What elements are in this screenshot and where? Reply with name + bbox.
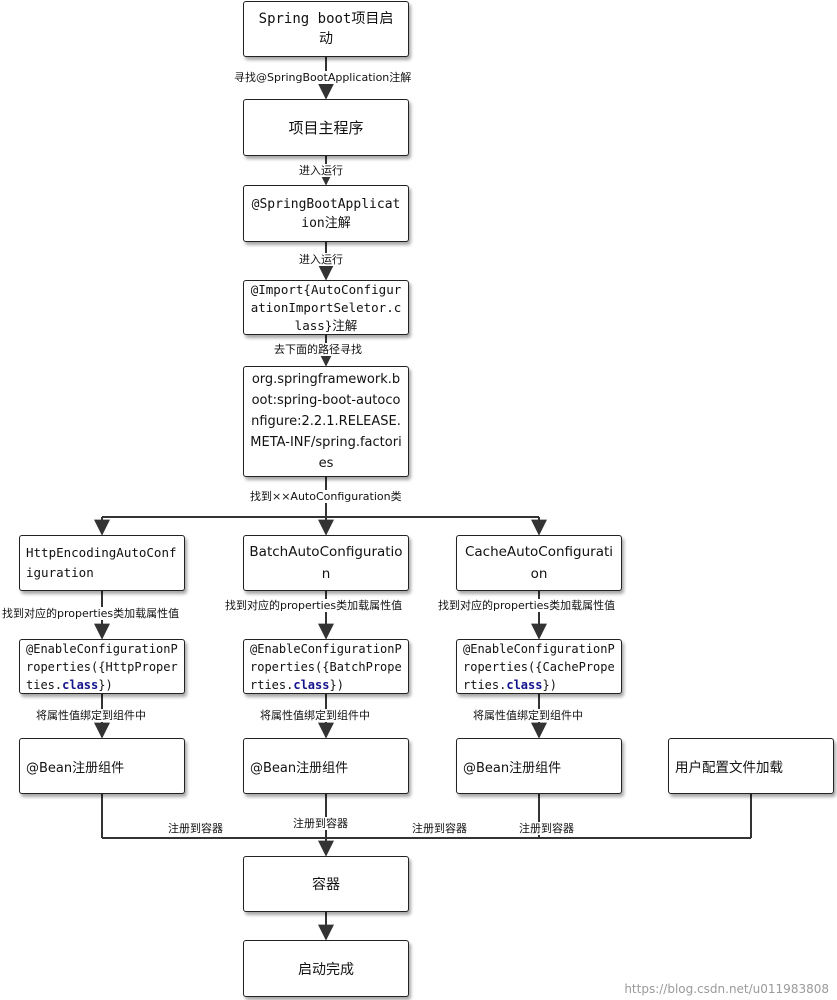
edge-label-register-4: 注册到容器 xyxy=(518,822,575,835)
watermark: https://blog.csdn.net/u011983808 xyxy=(624,982,829,996)
cache-properties-node: @EnableConfigurationProperties({CachePro… xyxy=(456,639,622,694)
main-program-label: 项目主程序 xyxy=(288,119,364,137)
main-program-node: 项目主程序 xyxy=(243,99,409,156)
http-properties-label: @EnableConfigurationProperties({HttpProp… xyxy=(26,641,178,692)
batch-properties-node: @EnableConfigurationProperties({BatchPro… xyxy=(243,639,409,694)
start-node: Spring boot项目启动 xyxy=(243,1,409,57)
http-autoconfig-label: HttpEncodingAutoConfiguration xyxy=(26,545,177,580)
http-properties-node: @EnableConfigurationProperties({HttpProp… xyxy=(19,639,185,694)
edge-label-register-3: 注册到容器 xyxy=(411,822,468,835)
http-bean-node: @Bean注册组件 xyxy=(19,738,185,794)
start-node-label: Spring boot项目启动 xyxy=(258,11,394,47)
edge-label-find-autoconfig: 找到××AutoConfiguration类 xyxy=(249,490,403,503)
done-node: 启动完成 xyxy=(243,940,409,997)
batch-bean-label: @Bean注册组件 xyxy=(250,760,349,776)
user-config-node: 用户配置文件加载 xyxy=(668,738,834,794)
edge-label-search-path: 去下面的路径寻找 xyxy=(273,343,363,356)
container-node: 容器 xyxy=(243,856,409,912)
edge-label-register-1: 注册到容器 xyxy=(167,822,224,835)
container-label: 容器 xyxy=(312,877,340,893)
batch-autoconfig-node: BatchAutoConfiguration xyxy=(243,535,409,591)
cache-bean-label: @Bean注册组件 xyxy=(463,760,562,776)
batch-autoconfig-label: BatchAutoConfiguration xyxy=(249,544,403,582)
annotation-label: @SpringBootApplication注解 xyxy=(251,196,401,231)
http-autoconfig-node: HttpEncodingAutoConfiguration xyxy=(19,535,185,591)
user-config-label: 用户配置文件加载 xyxy=(675,760,783,776)
edge-label-bind-props-batch: 将属性值绑定到组件中 xyxy=(259,709,371,722)
import-selector-node: @Import{AutoConfigurationImportSeletor.c… xyxy=(243,280,409,335)
edge-label-bind-props-http: 将属性值绑定到组件中 xyxy=(35,709,147,722)
cache-autoconfig-node: CacheAutoConfiguration xyxy=(456,535,622,591)
edge-label-find-props-cache: 找到对应的properties类加载属性值 xyxy=(437,599,617,612)
cache-bean-node: @Bean注册组件 xyxy=(456,738,622,794)
edge-label-find-props-batch: 找到对应的properties类加载属性值 xyxy=(224,599,404,612)
edge-label-enter-run-1: 进入运行 xyxy=(298,164,344,177)
cache-properties-label: @EnableConfigurationProperties({CachePro… xyxy=(463,641,615,692)
batch-bean-node: @Bean注册组件 xyxy=(243,738,409,794)
edge-label-find-annotation: 寻找@SpringBootApplication注解 xyxy=(233,71,413,84)
annotation-node: @SpringBootApplication注解 xyxy=(243,185,409,242)
factories-path-label: org.springframework.boot:spring-boot-aut… xyxy=(250,372,402,471)
done-label: 启动完成 xyxy=(298,961,354,978)
edge-label-enter-run-2: 进入运行 xyxy=(298,253,344,266)
import-selector-label: @Import{AutoConfigurationImportSeletor.c… xyxy=(250,281,402,333)
http-bean-label: @Bean注册组件 xyxy=(26,760,125,776)
edge-label-find-props-http: 找到对应的properties类加载属性值 xyxy=(1,607,181,620)
cache-autoconfig-label: CacheAutoConfiguration xyxy=(464,544,614,582)
batch-properties-label: @EnableConfigurationProperties({BatchPro… xyxy=(250,641,402,692)
factories-path-node: org.springframework.boot:spring-boot-aut… xyxy=(243,366,409,477)
edge-label-register-2: 注册到容器 xyxy=(292,817,349,830)
edge-label-bind-props-cache: 将属性值绑定到组件中 xyxy=(472,709,584,722)
